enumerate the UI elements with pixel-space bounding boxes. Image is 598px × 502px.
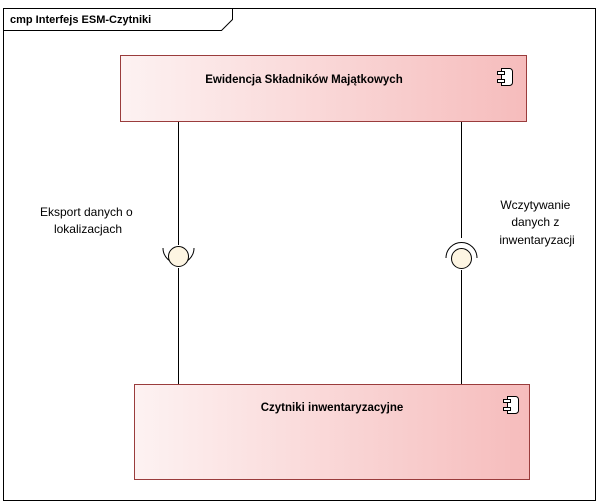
frame-title-tab bbox=[3, 8, 233, 31]
provided-interface-ball bbox=[168, 246, 189, 267]
interface-eksport[interactable]: Eksport danych o lokalizacjach bbox=[40, 205, 195, 267]
component-name: Czytniki inwentaryzacyjne bbox=[261, 402, 404, 414]
interface-label: Eksport danych o lokalizacjach bbox=[40, 205, 136, 236]
interface-label: Wczytywanie danych z inwentaryzacji bbox=[499, 198, 574, 247]
component-ewidencja[interactable]: Ewidencja Składników Majątkowych bbox=[120, 55, 527, 122]
component-box bbox=[120, 55, 527, 122]
component-name: Ewidencja Składników Majątkowych bbox=[205, 74, 402, 86]
component-icon bbox=[503, 396, 519, 414]
frame-title: cmp Interfejs ESM-Czytniki bbox=[10, 14, 151, 26]
component-czytniki[interactable]: Czytniki inwentaryzacyjne bbox=[134, 384, 530, 480]
component-icon bbox=[497, 68, 513, 86]
required-interface-socket bbox=[445, 242, 478, 259]
interface-wczytywanie[interactable]: Wczytywanie danych z inwentaryzacji bbox=[445, 198, 575, 269]
connectors bbox=[178, 121, 462, 384]
component-box bbox=[134, 384, 530, 480]
provided-interface-ball bbox=[451, 248, 472, 269]
diagram-frame: cmp Interfejs ESM-Czytniki bbox=[3, 8, 596, 501]
